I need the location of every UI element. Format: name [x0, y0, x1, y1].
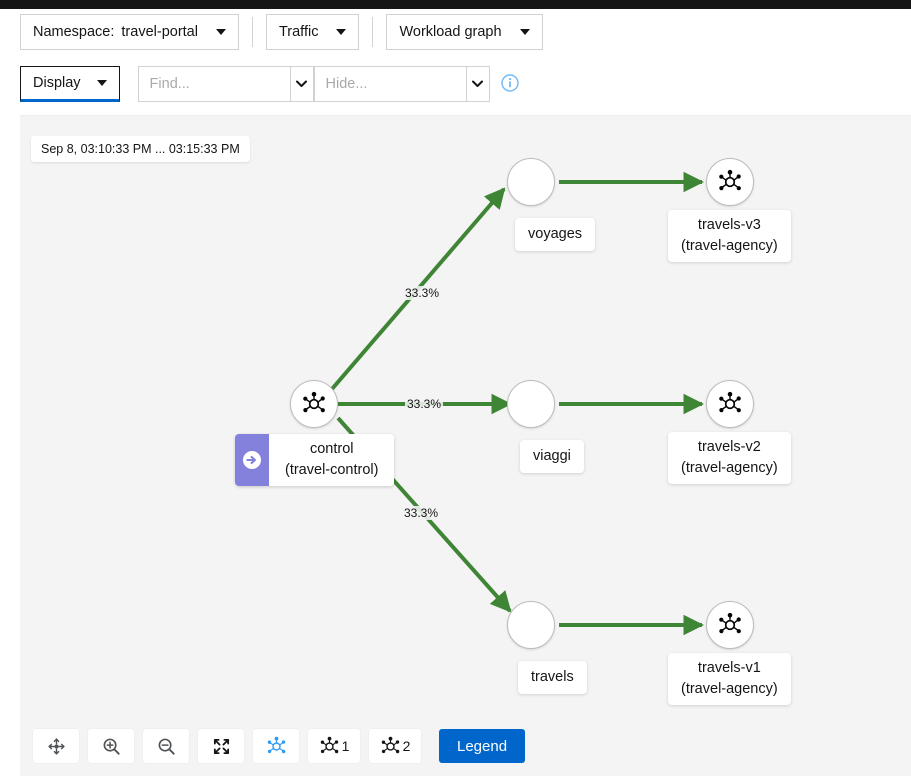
namespace-value: travel-portal: [121, 24, 198, 40]
node-label-travels-v2-namespace: (travel-agency): [681, 460, 778, 476]
node-label-control-text: control (travel-control): [269, 434, 395, 486]
zoom-in-button[interactable]: [88, 729, 134, 763]
node-label-travels-v1-name: travels-v1: [697, 660, 761, 676]
virtual-service-badge: [235, 434, 269, 486]
graph-canvas[interactable]: Sep 8, 03:10:33 PM ... 03:15:33 PM 33.3%: [20, 115, 911, 776]
chevron-down-icon: [472, 80, 484, 87]
graph-display-toolbar: Display: [20, 66, 519, 102]
toolbar-divider-1: [251, 17, 253, 47]
find-dropdown-toggle[interactable]: [289, 66, 314, 102]
node-label-travels-v1[interactable]: travels-v1 (travel-agency): [668, 653, 791, 705]
topology-1-icon: [320, 736, 338, 753]
node-label-travels-v2[interactable]: travels-v2 (travel-agency): [668, 432, 791, 484]
traffic-select[interactable]: Traffic: [265, 14, 360, 50]
hide-input[interactable]: [313, 66, 466, 102]
topology-layout-default-button[interactable]: [253, 729, 299, 763]
virtual-service-icon: [243, 451, 261, 469]
find-input[interactable]: [137, 66, 290, 102]
workload-icon: [719, 391, 741, 413]
find-hide-help-icon[interactable]: [500, 74, 519, 92]
zoom-out-button[interactable]: [143, 729, 189, 763]
topology-2-icon: [381, 736, 399, 753]
node-label-voyages[interactable]: voyages: [515, 218, 596, 251]
node-label-travels-v3[interactable]: travels-v3 (travel-agency): [668, 210, 791, 262]
node-travels-v3[interactable]: [706, 158, 754, 206]
traffic-label: Traffic: [278, 24, 319, 40]
topology-icon: [267, 736, 285, 753]
node-travels[interactable]: [507, 601, 555, 649]
topology-layout-2-button[interactable]: 2: [369, 729, 421, 763]
workload-icon: [719, 169, 741, 191]
workload-icon: [719, 612, 741, 634]
node-label-travels-v2-name: travels-v2: [697, 439, 761, 455]
drag-pan-icon: [47, 737, 65, 755]
fit-to-screen-button[interactable]: [198, 729, 244, 763]
node-travels-v1[interactable]: [706, 601, 754, 649]
drag-pan-button[interactable]: [33, 729, 79, 763]
hide-dropdown-toggle[interactable]: [465, 66, 490, 102]
node-voyages[interactable]: [507, 158, 555, 206]
graph-controls-toolbar: 1: [20, 716, 911, 776]
workload-icon: [303, 391, 325, 413]
legend-button[interactable]: Legend: [439, 729, 526, 763]
chevron-down-icon: [96, 80, 107, 86]
chevron-down-icon: [336, 29, 347, 35]
graph-type-select[interactable]: Workload graph: [386, 14, 543, 50]
chevron-down-icon: [296, 80, 308, 87]
node-travels-v2[interactable]: [706, 380, 754, 428]
graph-timestamp: Sep 8, 03:10:33 PM ... 03:15:33 PM: [31, 136, 250, 162]
topology-2-label: 2: [402, 738, 411, 754]
namespace-select[interactable]: Namespace: travel-portal: [20, 14, 239, 50]
node-label-control[interactable]: control (travel-control): [235, 434, 395, 486]
graph-filter-toolbar: Namespace: travel-portal Traffic Workloa…: [20, 14, 543, 50]
node-label-viaggi[interactable]: viaggi: [520, 440, 584, 473]
toolbar-divider-2: [372, 17, 374, 47]
chevron-down-icon: [215, 29, 226, 35]
node-label-travels-v3-namespace: (travel-agency): [681, 238, 778, 254]
graph-type-label: Workload graph: [399, 24, 502, 40]
node-label-travels-v1-namespace: (travel-agency): [681, 681, 778, 697]
node-label-travels-v3-name: travels-v3: [697, 217, 761, 233]
chevron-down-icon: [519, 29, 530, 35]
node-viaggi[interactable]: [507, 380, 555, 428]
display-menu-button[interactable]: Display: [20, 66, 120, 102]
node-label-travels[interactable]: travels: [518, 661, 587, 694]
topology-1-label: 1: [341, 738, 350, 754]
zoom-out-icon: [158, 738, 175, 755]
edge-label-control-viaggi: 33.3%: [405, 397, 444, 411]
find-hide-group: [137, 66, 490, 102]
topology-layout-1-button[interactable]: 1: [308, 729, 360, 763]
edge-label-control-travels: 33.3%: [402, 506, 441, 520]
fit-to-screen-icon: [213, 738, 229, 754]
node-control[interactable]: [290, 380, 338, 428]
node-label-control-namespace: (travel-control): [285, 462, 379, 478]
masthead-bar: [0, 0, 911, 9]
namespace-label: Namespace:: [33, 24, 115, 40]
node-label-control-name: control: [309, 441, 354, 457]
edge-label-control-voyages: 33.3%: [403, 286, 442, 300]
display-button-label: Display: [33, 75, 81, 91]
zoom-in-icon: [103, 738, 120, 755]
